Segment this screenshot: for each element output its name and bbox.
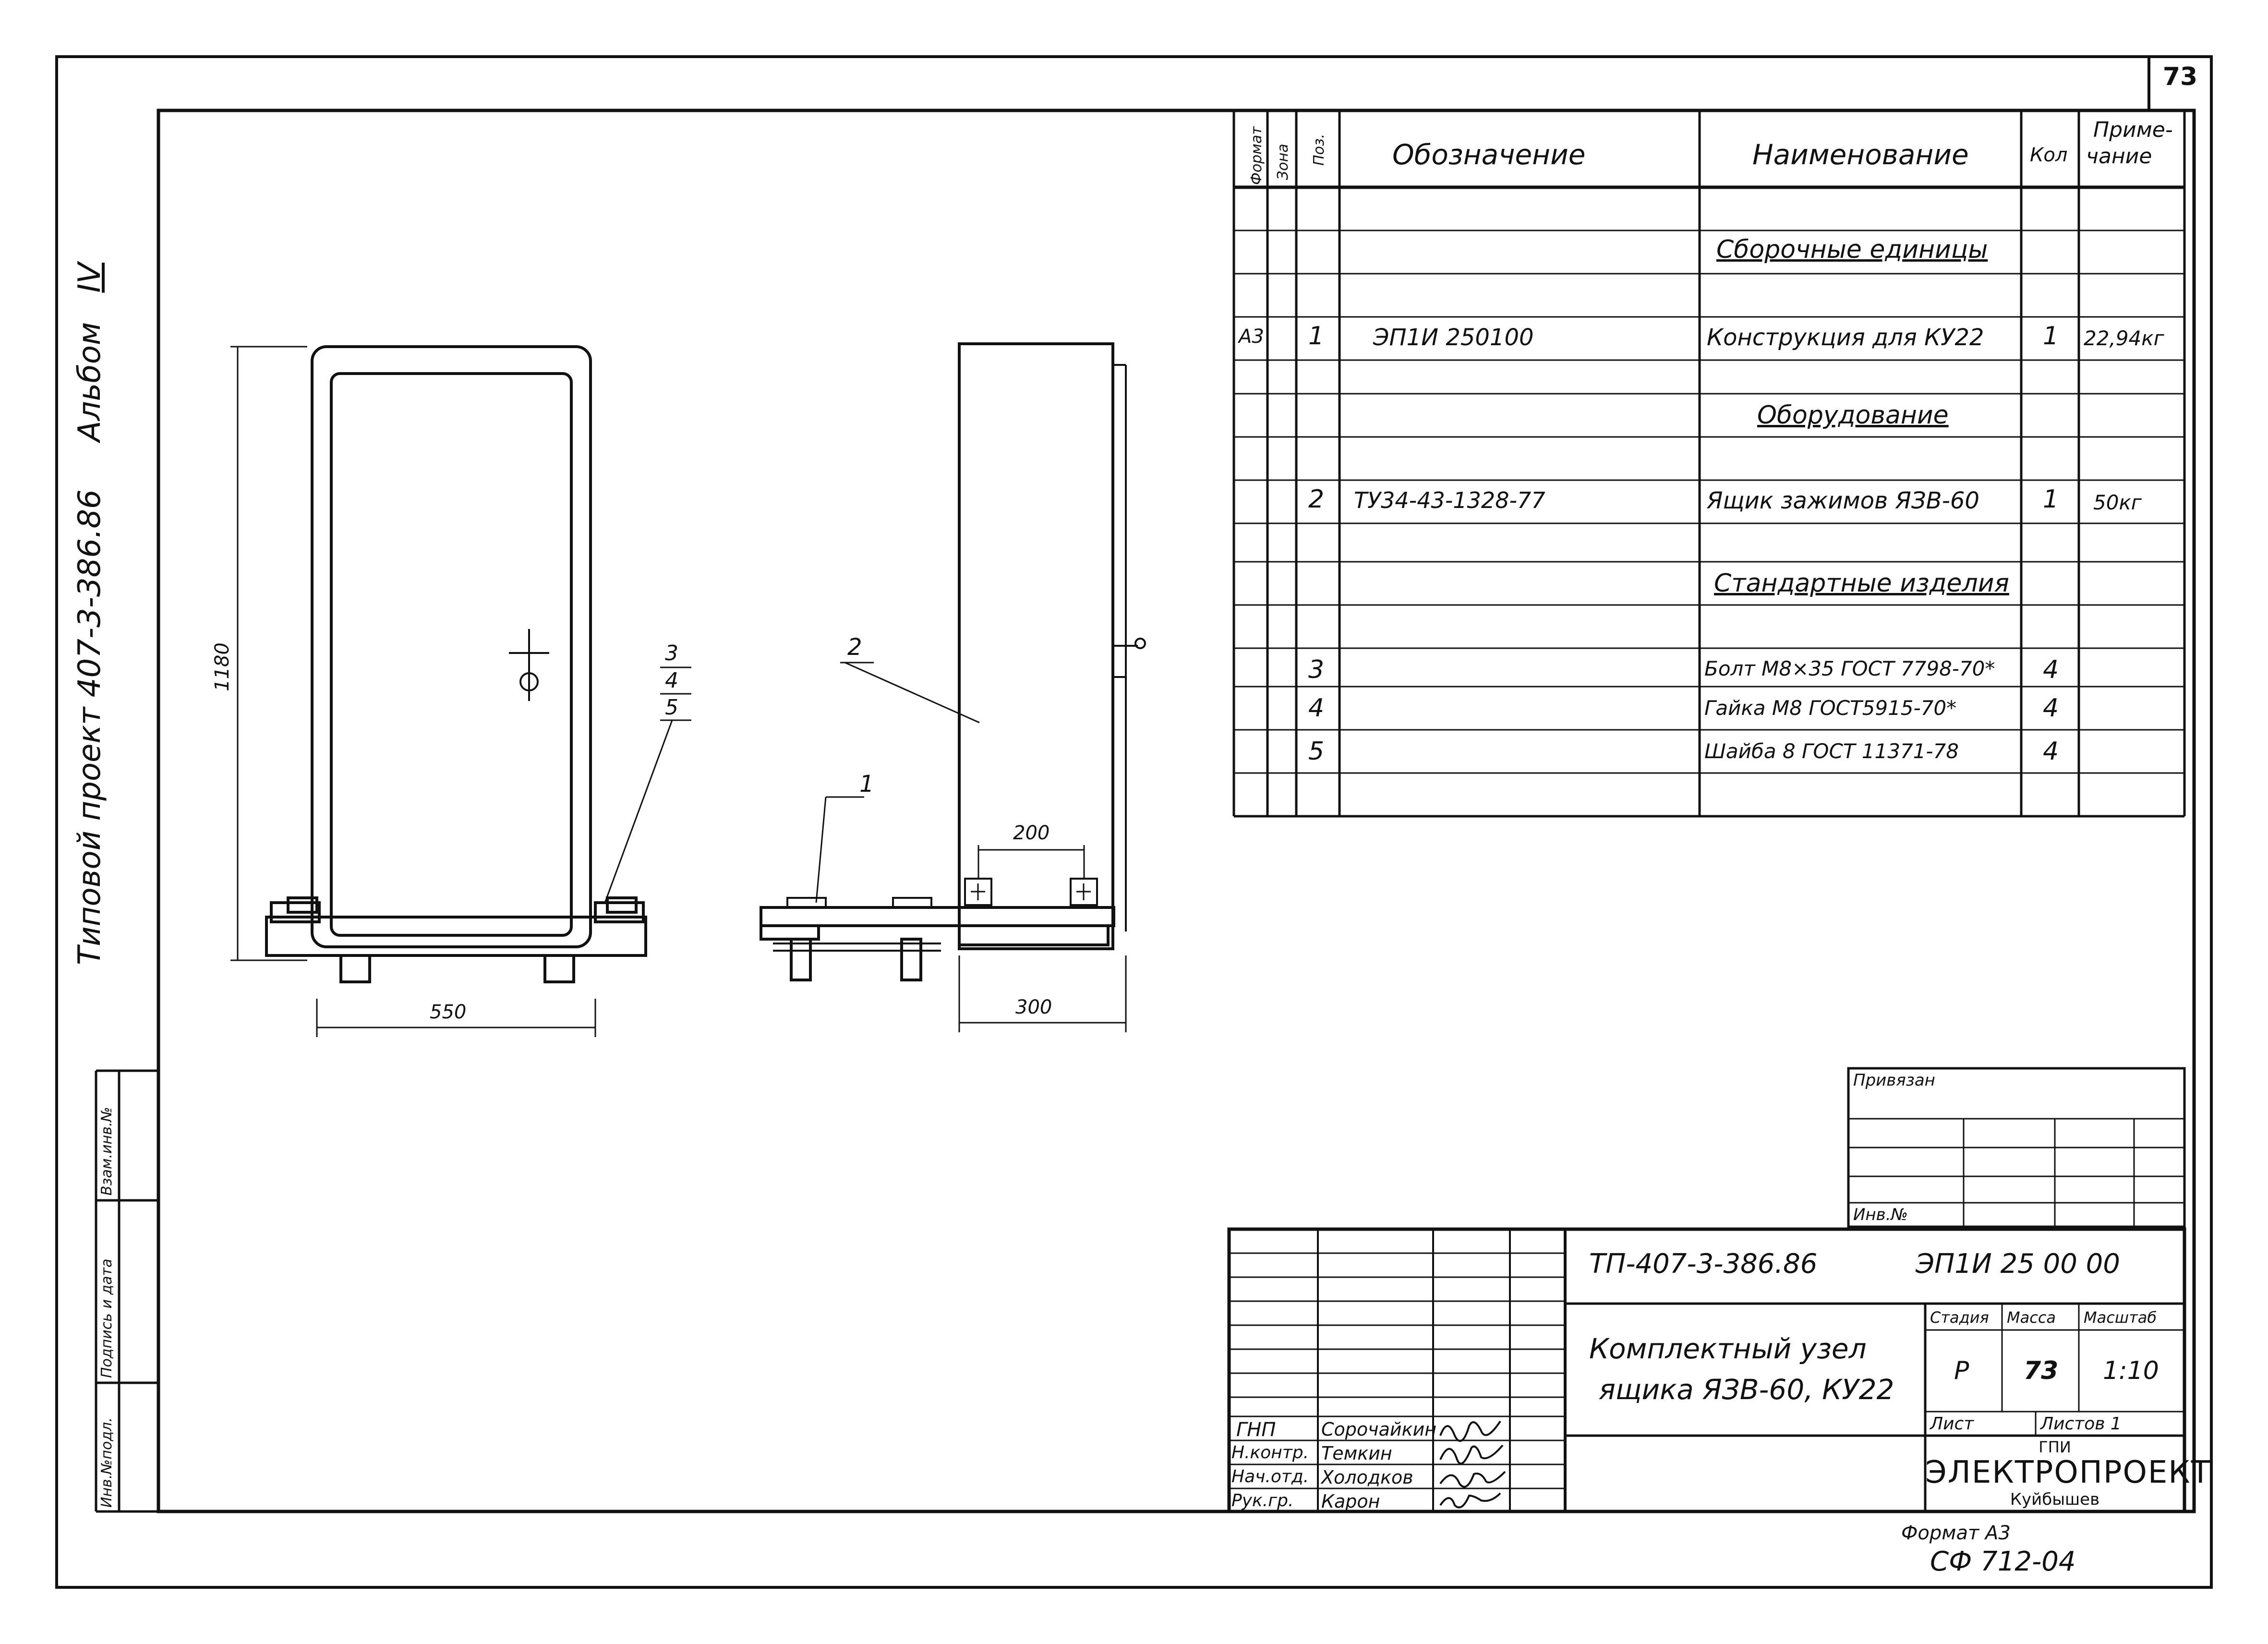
sf-code: СФ 712-04 xyxy=(1930,1546,2076,1577)
sig-name-2: Темкин xyxy=(1321,1443,1392,1464)
scale-label: Масштаб xyxy=(2084,1308,2157,1327)
dim-depth: 300 xyxy=(1015,996,1052,1018)
row2-qty: 1 xyxy=(2043,485,2059,514)
row3-pos: 3 xyxy=(1308,655,1325,684)
sig-name-4: Карон xyxy=(1321,1491,1380,1512)
title-line-2: ящика ЯЗВ-60, КУ22 xyxy=(1599,1373,1894,1406)
dim-width: 550 xyxy=(430,1001,467,1023)
org-top: ГПИ xyxy=(2039,1438,2071,1456)
inv-label: Инв.№ xyxy=(1853,1205,1908,1224)
leader-2: 2 xyxy=(847,634,862,661)
sheet-label: Лист xyxy=(1930,1414,1974,1434)
header-designation: Обозначение xyxy=(1392,138,1586,171)
row5-pos: 5 xyxy=(1308,737,1325,766)
row1-format: А3 xyxy=(1239,326,1264,348)
sig-role-4: Рук.гр. xyxy=(1231,1491,1294,1511)
stage-label: Стадия xyxy=(1930,1308,1989,1327)
row1-name: Конструкция для КУ22 xyxy=(1707,324,1984,351)
row3-qty: 4 xyxy=(2043,655,2059,684)
row5-name: Шайба 8 ГОСТ 11371-78 xyxy=(1704,739,1959,763)
section-assembly: Сборочные единицы xyxy=(1716,235,1988,264)
scale-value: 1:10 xyxy=(2103,1356,2159,1385)
leader-3: 3 xyxy=(665,641,678,665)
header-name: Наименование xyxy=(1752,138,1969,171)
row4-name: Гайка М8 ГОСТ5915-70* xyxy=(1704,696,1957,720)
mass-label: Масса xyxy=(2007,1308,2056,1327)
row4-pos: 4 xyxy=(1308,694,1325,723)
row1-qty: 1 xyxy=(2043,322,2059,351)
sig-name-1: Сорочайкин xyxy=(1321,1419,1437,1440)
leader-5: 5 xyxy=(665,695,678,720)
section-equipment: Оборудование xyxy=(1757,401,1949,430)
row5-qty: 4 xyxy=(2043,737,2059,766)
dim-spacing: 200 xyxy=(1013,822,1050,844)
title-line-1: Комплектный узел xyxy=(1589,1332,1867,1365)
row1-pos: 1 xyxy=(1308,322,1325,351)
doc-number: ЭП1И 25 00 00 xyxy=(1916,1248,2120,1280)
header-qty: Кол xyxy=(2030,144,2068,166)
leader-4: 4 xyxy=(665,668,678,693)
page-number: 73 xyxy=(2162,62,2198,91)
doc-code: ТП-407-3-386.86 xyxy=(1589,1248,1818,1280)
header-note-2: чание xyxy=(2086,144,2152,169)
row2-designation: ТУ34-43-1328-77 xyxy=(1354,487,1545,513)
leader-1: 1 xyxy=(859,771,874,798)
row4-qty: 4 xyxy=(2043,694,2059,723)
row1-designation: ЭП1И 250100 xyxy=(1373,324,1534,351)
format-label: Формат А3 xyxy=(1901,1522,2011,1544)
row2-pos: 2 xyxy=(1308,485,1325,514)
mass-value: 73 xyxy=(2024,1356,2059,1385)
org-city: Куйбышев xyxy=(2010,1490,2100,1509)
sheets-label: Листов 1 xyxy=(2040,1414,2122,1434)
section-standard: Стандартные изделия xyxy=(1714,569,2009,598)
row1-note: 22,94кг xyxy=(2084,326,2164,350)
stage-value: Р xyxy=(1954,1356,1969,1385)
sig-role-3: Нач.отд. xyxy=(1231,1467,1309,1487)
bound-label: Привязан xyxy=(1853,1071,1935,1090)
row2-name: Ящик зажимов ЯЗВ-60 xyxy=(1707,487,1979,514)
row2-note: 50кг xyxy=(2093,491,2142,514)
sig-name-3: Холодков xyxy=(1321,1467,1413,1488)
sig-role-1: ГНП xyxy=(1236,1419,1276,1441)
row3-name: Болт М8×35 ГОСТ 7798-70* xyxy=(1704,657,1995,680)
header-note-1: Приме- xyxy=(2093,118,2173,142)
sig-role-2: Н.контр. xyxy=(1231,1443,1309,1463)
org-logo: ЭЛЕКТРОПРОЕКТ xyxy=(1925,1455,2211,1490)
